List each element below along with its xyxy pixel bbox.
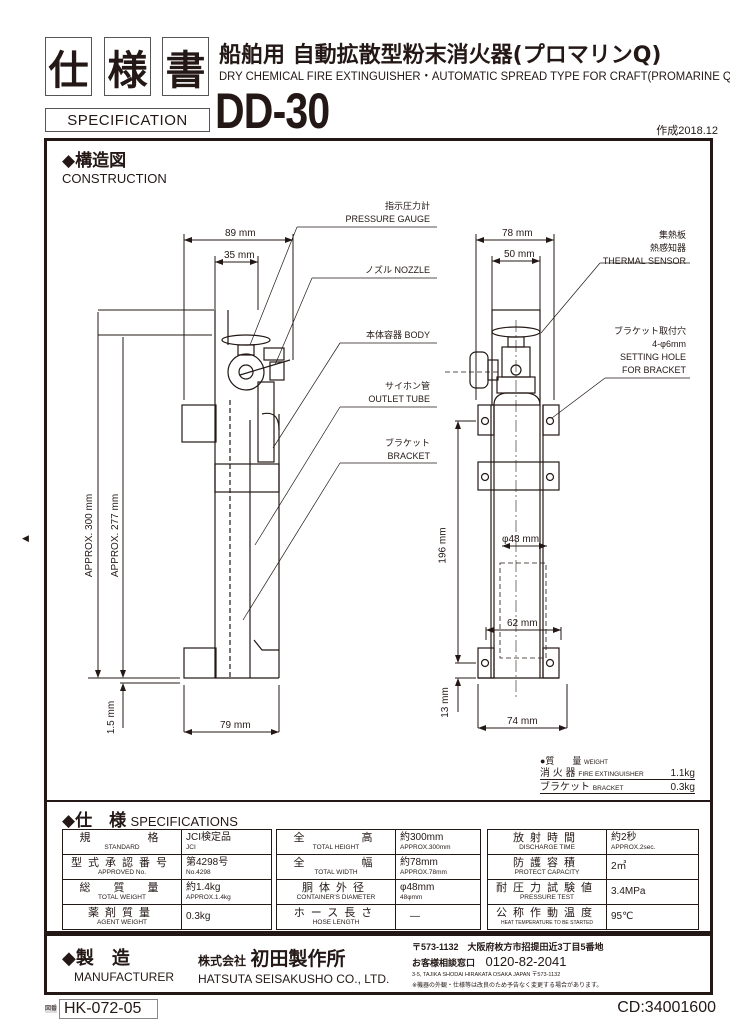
weight-table: ●質 量 WEIGHT 消 火 器 FIRE EXTINGUISHER 1.1k… bbox=[540, 754, 695, 794]
specifications-title: ◆仕 様 SPECIFICATIONS bbox=[62, 811, 238, 831]
main-frame bbox=[44, 138, 713, 934]
model-number: DD-30 bbox=[215, 83, 330, 139]
side-view-extinguisher bbox=[181, 310, 291, 679]
specification-label: SPECIFICATION bbox=[45, 108, 210, 132]
dim-hole-pitch: 196 mm bbox=[437, 527, 449, 564]
frame-right-lower bbox=[710, 934, 713, 995]
dim-total-height: APPROX. 300 mm bbox=[84, 493, 96, 578]
manufacturer-divider bbox=[44, 934, 713, 936]
title-english: DRY CHEMICAL FIRE EXTINGUISHER・AUTOMATIC… bbox=[219, 69, 730, 83]
callout-setting-hole: ブラケット取付穴 4-φ6mm SETTING HOLE FOR BRACKET bbox=[613, 326, 686, 375]
section-divider bbox=[44, 800, 713, 802]
front-view-extinguisher bbox=[445, 309, 560, 700]
side-dimension-lines bbox=[88, 234, 294, 733]
callout-thermal-sensor: 集熱板 熱感知器 THERMAL SENSOR bbox=[602, 230, 686, 266]
cd-code: CD:34001600 bbox=[617, 999, 716, 1016]
dim-diameter: φ48 mm bbox=[502, 534, 540, 545]
dim-inner-width: 62 mm bbox=[507, 618, 538, 629]
company-name: 株式会社 初田製作所 bbox=[198, 949, 346, 970]
construction-drawing bbox=[88, 226, 690, 735]
weight-row-bracket: ブラケット BRACKET 0.3kg bbox=[540, 782, 695, 794]
change-notice: ※機器の外観・仕様等は改良のため予告なく変更する場合があります。 bbox=[412, 983, 603, 989]
drawing-number: 図番 HK-072-05 bbox=[45, 999, 159, 1019]
company-name-english: HATSUTA SEISAKUSHO CO., LTD. bbox=[198, 972, 390, 986]
dim-front-bottom-width: 74 mm bbox=[507, 716, 538, 727]
dim-side-overall-width: 89 mm bbox=[225, 228, 256, 239]
weight-title: ●質 量 WEIGHT bbox=[540, 756, 608, 766]
dim-body-height: APPROX. 277 mm bbox=[110, 493, 122, 578]
frame-bottom bbox=[44, 992, 713, 995]
address-japanese: 〒573-1132 大阪府枚方市招提田近3丁目5番地 bbox=[412, 942, 604, 952]
zuban-label: 図番 bbox=[45, 1005, 58, 1013]
dim-side-bottom-width: 79 mm bbox=[220, 720, 251, 731]
dim-side-top-width: 35 mm bbox=[224, 250, 255, 261]
header-kanji-3: 書 bbox=[162, 37, 209, 96]
header-kanji-1: 仕 bbox=[45, 37, 92, 96]
phone-number: 0120-82-2041 bbox=[485, 954, 567, 969]
side-callout-lines bbox=[242, 226, 437, 621]
left-marker-icon: ◀ bbox=[22, 533, 29, 543]
callout-nozzle: ノズル NOZZLE bbox=[364, 265, 430, 275]
manufacturer-subtitle: MANUFACTURER bbox=[74, 970, 175, 984]
address-english: 3-5, TAJIKA SHODAI HIRAKATA OSAKA JAPAN … bbox=[412, 972, 561, 978]
dim-front-overall-width: 78 mm bbox=[502, 228, 533, 239]
callout-body: 本体容器 BODY bbox=[365, 330, 430, 340]
title-japanese: 船舶用 自動拡散型粉末消火器(プロマリンQ) bbox=[219, 43, 662, 68]
contact: お客様相談窓口 0120-82-2041 bbox=[412, 954, 567, 969]
dim-bottom-offset: 1.5 mm bbox=[106, 700, 118, 735]
created-date: 作成2018.12 bbox=[656, 125, 718, 137]
frame-left-lower bbox=[44, 934, 47, 995]
front-callout-lines bbox=[540, 262, 690, 419]
construction-subtitle: CONSTRUCTION bbox=[62, 171, 167, 186]
construction-title: ◆構造図 bbox=[62, 151, 127, 171]
dim-front-bottom-offset: 13 mm bbox=[439, 687, 451, 718]
drawing-number-value: HK-072-05 bbox=[59, 999, 159, 1019]
dim-front-top-width: 50 mm bbox=[504, 249, 535, 260]
weight-row-extinguisher: 消 火 器 FIRE EXTINGUISHER 1.1kg bbox=[540, 768, 695, 780]
header-kanji-2: 様 bbox=[104, 37, 151, 96]
manufacturer-title: ◆製 造 bbox=[62, 948, 130, 969]
